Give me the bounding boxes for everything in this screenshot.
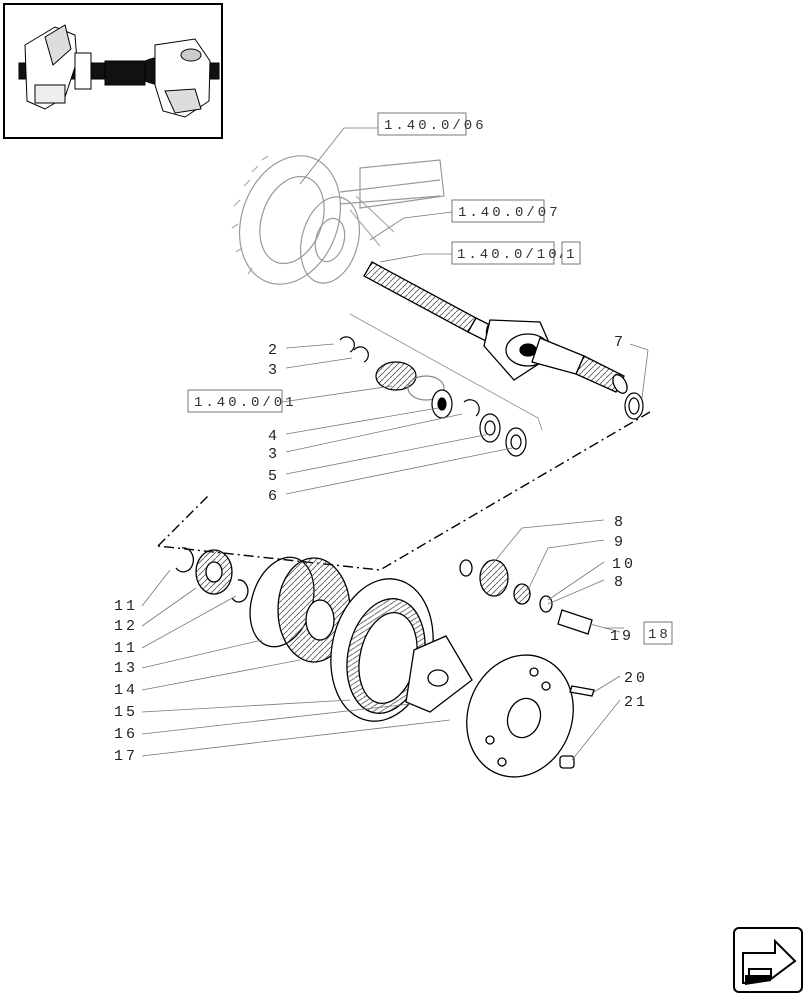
next-page-button[interactable] <box>733 927 803 993</box>
callout-7: 7 <box>614 334 626 351</box>
callout-8: 8 <box>614 514 626 531</box>
crown-wheel-ghost <box>231 155 445 285</box>
callout-21: 21 <box>624 694 648 711</box>
reference-label: 1.40.0/10A <box>457 247 571 263</box>
callout-14: 14 <box>114 682 138 699</box>
reference-box-1-40-0-07[interactable]: 1.40.0/07 <box>451 199 561 223</box>
reference-box-18[interactable]: 18 <box>643 621 673 645</box>
callout-3: 3 <box>268 362 280 379</box>
group-boundary <box>157 411 651 571</box>
leader-lines-upper <box>349 313 543 431</box>
axle-shaft <box>363 261 628 394</box>
callout-13: 13 <box>114 660 138 677</box>
axle-thumbnail <box>3 3 223 139</box>
callout-15: 15 <box>114 704 138 721</box>
callout-9: 9 <box>614 534 626 551</box>
reference-box-1-40-0-06[interactable]: 1.40.0/06 <box>377 112 487 136</box>
callout-numbers: 2 3 4 3 5 6 7 8 9 10 8 19 20 21 11 12 11… <box>114 334 648 765</box>
callout-17: 17 <box>114 748 138 765</box>
callout-5: 5 <box>268 468 280 485</box>
callout-6: 6 <box>268 488 280 505</box>
callout-8: 8 <box>614 574 626 591</box>
callout-12: 12 <box>114 618 138 635</box>
callout-2: 2 <box>268 342 280 359</box>
callout-19: 19 <box>610 628 634 645</box>
leader-lines <box>141 127 649 761</box>
reference-box-1-40-0-10a[interactable]: 1.40.0/10A 1 <box>451 241 581 265</box>
planetary-group <box>175 547 595 778</box>
callout-18: 18 <box>648 627 671 643</box>
callout-11: 11 <box>114 598 138 615</box>
reference-label: 1.40.0/01 <box>194 395 297 411</box>
callout-3: 3 <box>268 446 280 463</box>
callout-10: 10 <box>612 556 636 573</box>
callout-20: 20 <box>624 670 648 687</box>
next-page-arrow-icon <box>742 938 797 985</box>
reference-label: 1.40.0/06 <box>384 118 487 134</box>
reference-box-1-40-0-01[interactable]: 1.40.0/01 <box>187 389 297 413</box>
reference-suffix: 1 <box>566 247 577 263</box>
callout-4: 4 <box>268 428 280 445</box>
reference-label: 1.40.0/07 <box>458 205 561 221</box>
axle-thumbnail-icon <box>18 24 220 118</box>
callout-16: 16 <box>114 726 138 743</box>
callout-11: 11 <box>114 640 138 657</box>
